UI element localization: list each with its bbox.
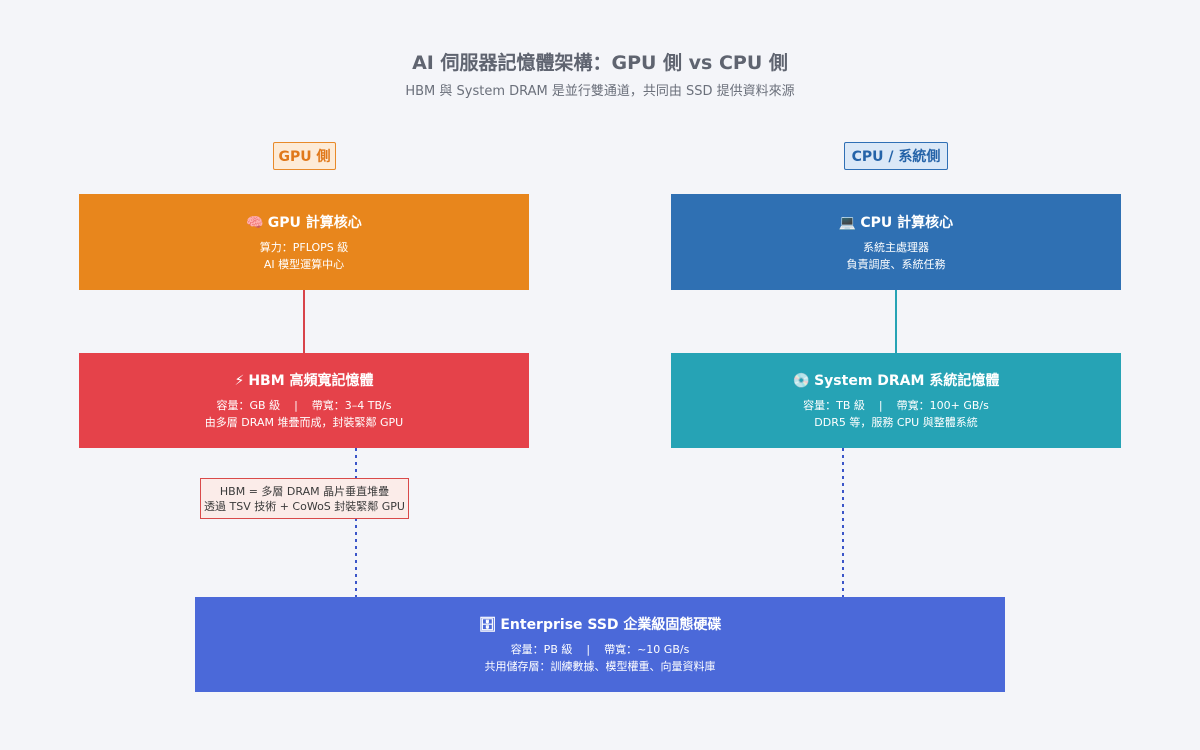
ssd-box: 🗄Enterprise SSD 企業級固態硬碟 容量：PB 級|帶寬：~10 G… — [195, 597, 1005, 692]
hbm-box: ⚡HBM 高頻寬記憶體 容量：GB 級|帶寬：3–4 TB/s 由多層 DRAM… — [79, 353, 529, 448]
hbm-specs: 容量：GB 級|帶寬：3–4 TB/s — [216, 399, 392, 412]
brain-icon: 🧠 — [246, 214, 264, 231]
dram-line2: DDR5 等，服務 CPU 與整體系統 — [814, 416, 978, 429]
folder-icon: 🗄 — [478, 617, 497, 633]
cd-icon: 💿 — [792, 373, 811, 389]
cpu-core-line2: 負責調度、系統任務 — [846, 257, 946, 271]
gpu-core-line1: 算力：PFLOPS 級 — [259, 240, 349, 254]
dram-title: 💿System DRAM 系統記憶體 — [792, 373, 1000, 389]
page-title: AI 伺服器記憶體架構：GPU 側 vs CPU 側 — [412, 52, 788, 74]
cpu-core-title: 💻CPU 計算核心 — [838, 214, 954, 231]
ssd-specs: 容量：PB 級|帶寬：~10 GB/s — [510, 643, 690, 656]
hbm-line2: 由多層 DRAM 堆疊而成，封裝緊鄰 GPU — [204, 416, 404, 429]
hbm-note: HBM = 多層 DRAM 晶片垂直堆疊 透過 TSV 技術 + CoWoS 封… — [200, 478, 409, 519]
gpu-core-box: 🧠GPU 計算核心 算力：PFLOPS 級 AI 模型運算中心 — [79, 194, 529, 290]
computer-icon: 💻 — [838, 214, 857, 231]
gpu-core-line2: AI 模型運算中心 — [263, 257, 345, 271]
cpu-core-box: 💻CPU 計算核心 系統主處理器 負責調度、系統任務 — [671, 194, 1121, 290]
lightning-icon: ⚡ — [234, 373, 245, 389]
hbm-note-line2: 透過 TSV 技術 + CoWoS 封裝緊鄰 GPU — [204, 499, 405, 513]
cpu-core-line1: 系統主處理器 — [863, 240, 929, 254]
cpu-side-tag: CPU / 系統側 — [844, 142, 948, 170]
gpu-core-title: 🧠GPU 計算核心 — [246, 214, 362, 231]
page-subtitle: HBM 與 System DRAM 是並行雙通道，共同由 SSD 提供資料來源 — [405, 84, 795, 99]
dram-specs: 容量：TB 級|帶寬：100+ GB/s — [803, 399, 989, 412]
hbm-title: ⚡HBM 高頻寬記憶體 — [234, 373, 374, 389]
dram-box: 💿System DRAM 系統記憶體 容量：TB 級|帶寬：100+ GB/s … — [671, 353, 1121, 448]
hbm-note-line1: HBM = 多層 DRAM 晶片垂直堆疊 — [219, 484, 390, 498]
ssd-line2: 共用儲存層：訓練數據、模型權重、向量資料庫 — [484, 660, 716, 673]
ssd-title: 🗄Enterprise SSD 企業級固態硬碟 — [478, 617, 722, 633]
gpu-side-tag: GPU 側 — [273, 142, 336, 170]
